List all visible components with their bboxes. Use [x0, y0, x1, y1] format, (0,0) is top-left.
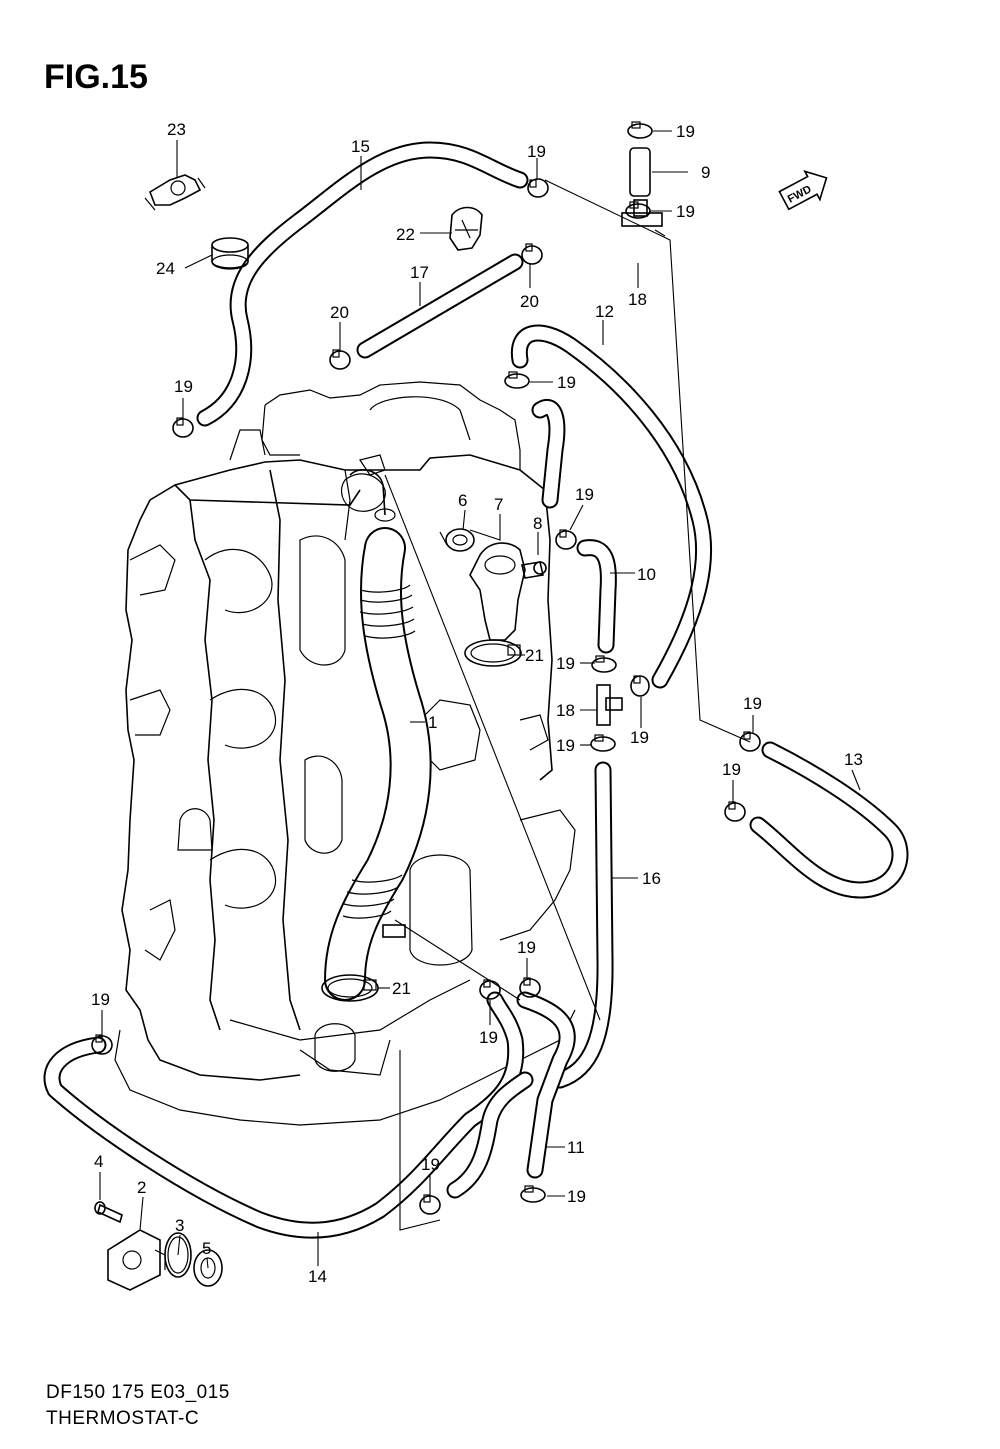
hose-1: [324, 527, 432, 1001]
hose-15: [196, 141, 529, 427]
part-5-seal: [193, 1249, 223, 1287]
callout-19: 19: [421, 1155, 440, 1174]
clamp-19: [419, 1194, 441, 1215]
clamp-19: [630, 675, 650, 697]
callout-20: 20: [330, 303, 349, 322]
part-elbow: [349, 469, 396, 522]
callout-20: 20: [520, 292, 539, 311]
callout-18: 18: [628, 290, 647, 309]
hose-9: [629, 147, 651, 197]
callout-18: 18: [556, 701, 575, 720]
callout-22: 22: [396, 225, 415, 244]
callout-19: 19: [479, 1028, 498, 1047]
clamp-19: [504, 371, 530, 389]
clamp-19: [739, 731, 761, 752]
callout-19: 19: [527, 142, 546, 161]
callout-labels: 23 15 19 19 9 19 22 24 17 20 18 20 12 19…: [91, 120, 863, 1286]
callout-12: 12: [595, 302, 614, 321]
callout-19: 19: [575, 485, 594, 504]
callout-19: 19: [743, 694, 762, 713]
part-4-bolt: [94, 1201, 123, 1224]
figure-title: FIG.15: [44, 58, 148, 96]
callout-16: 16: [642, 869, 661, 888]
fwd-badge: FWD: [778, 169, 828, 211]
clamp-19: [555, 529, 577, 550]
callout-19: 19: [517, 938, 536, 957]
part-18-tee: [596, 684, 623, 726]
clamp-19: [591, 655, 617, 673]
callout-4: 4: [94, 1152, 103, 1171]
clamp-19: [724, 801, 746, 822]
diagram-name: THERMOSTAT-C: [46, 1408, 200, 1429]
hose-11b: [446, 1071, 534, 1199]
hose-12: [510, 324, 713, 689]
callout-19: 19: [676, 122, 695, 141]
part-2-cover: [107, 1229, 166, 1291]
clamp-19: [172, 417, 194, 438]
callout-13: 13: [844, 750, 863, 769]
callout-23: 23: [167, 120, 186, 139]
callout-21: 21: [392, 979, 411, 998]
callout-5: 5: [202, 1239, 211, 1258]
part-connector: [382, 924, 406, 938]
leader-lines: [99, 130, 861, 1269]
hose-13: [749, 741, 909, 899]
callout-15: 15: [351, 137, 370, 156]
callout-7: 7: [494, 495, 503, 514]
hose-12b: [531, 399, 566, 509]
callout-8: 8: [533, 514, 542, 533]
callout-19: 19: [557, 373, 576, 392]
callout-24: 24: [156, 259, 175, 278]
callout-11: 11: [567, 1138, 585, 1157]
callout-19: 19: [91, 990, 110, 1009]
callout-19: 19: [676, 202, 695, 221]
part-23-bracket: [144, 174, 206, 211]
clamp-19: [520, 1185, 546, 1203]
callout-10: 10: [637, 565, 656, 584]
callout-19: 19: [174, 377, 193, 396]
clamp-21: [464, 639, 522, 667]
callout-9: 9: [701, 163, 710, 182]
hose-17: [356, 253, 524, 359]
part-3-o-ring: [164, 1232, 192, 1278]
clamp-19: [590, 734, 616, 752]
callout-19: 19: [722, 760, 741, 779]
callout-19: 19: [567, 1187, 586, 1206]
part-7-thermostat-cover: [469, 542, 526, 641]
clamp-19: [627, 121, 653, 139]
callout-17: 17: [410, 263, 429, 282]
callout-3: 3: [175, 1216, 184, 1235]
clamp-20: [329, 349, 351, 370]
hose-10: [576, 539, 617, 654]
part-22-clip: [449, 206, 483, 251]
callout-14: 14: [308, 1267, 327, 1286]
part-8-bolt: [521, 561, 547, 579]
diagram-code: DF150 175 E03_015: [46, 1382, 230, 1403]
callout-6: 6: [458, 491, 467, 510]
clamp-20: [521, 243, 543, 265]
part-6-thermostat: [439, 528, 475, 552]
hose-11: [516, 991, 576, 1179]
callout-2: 2: [137, 1178, 146, 1197]
hose-16: [551, 761, 614, 1089]
hose-14: [43, 991, 525, 1239]
callout-1: 1: [428, 713, 437, 732]
callout-19: 19: [630, 728, 649, 747]
callout-21: 21: [525, 646, 544, 665]
callout-19: 19: [556, 736, 575, 755]
clamp-19: [527, 178, 549, 198]
part-24-grommet: [211, 237, 249, 270]
callout-19: 19: [556, 654, 575, 673]
